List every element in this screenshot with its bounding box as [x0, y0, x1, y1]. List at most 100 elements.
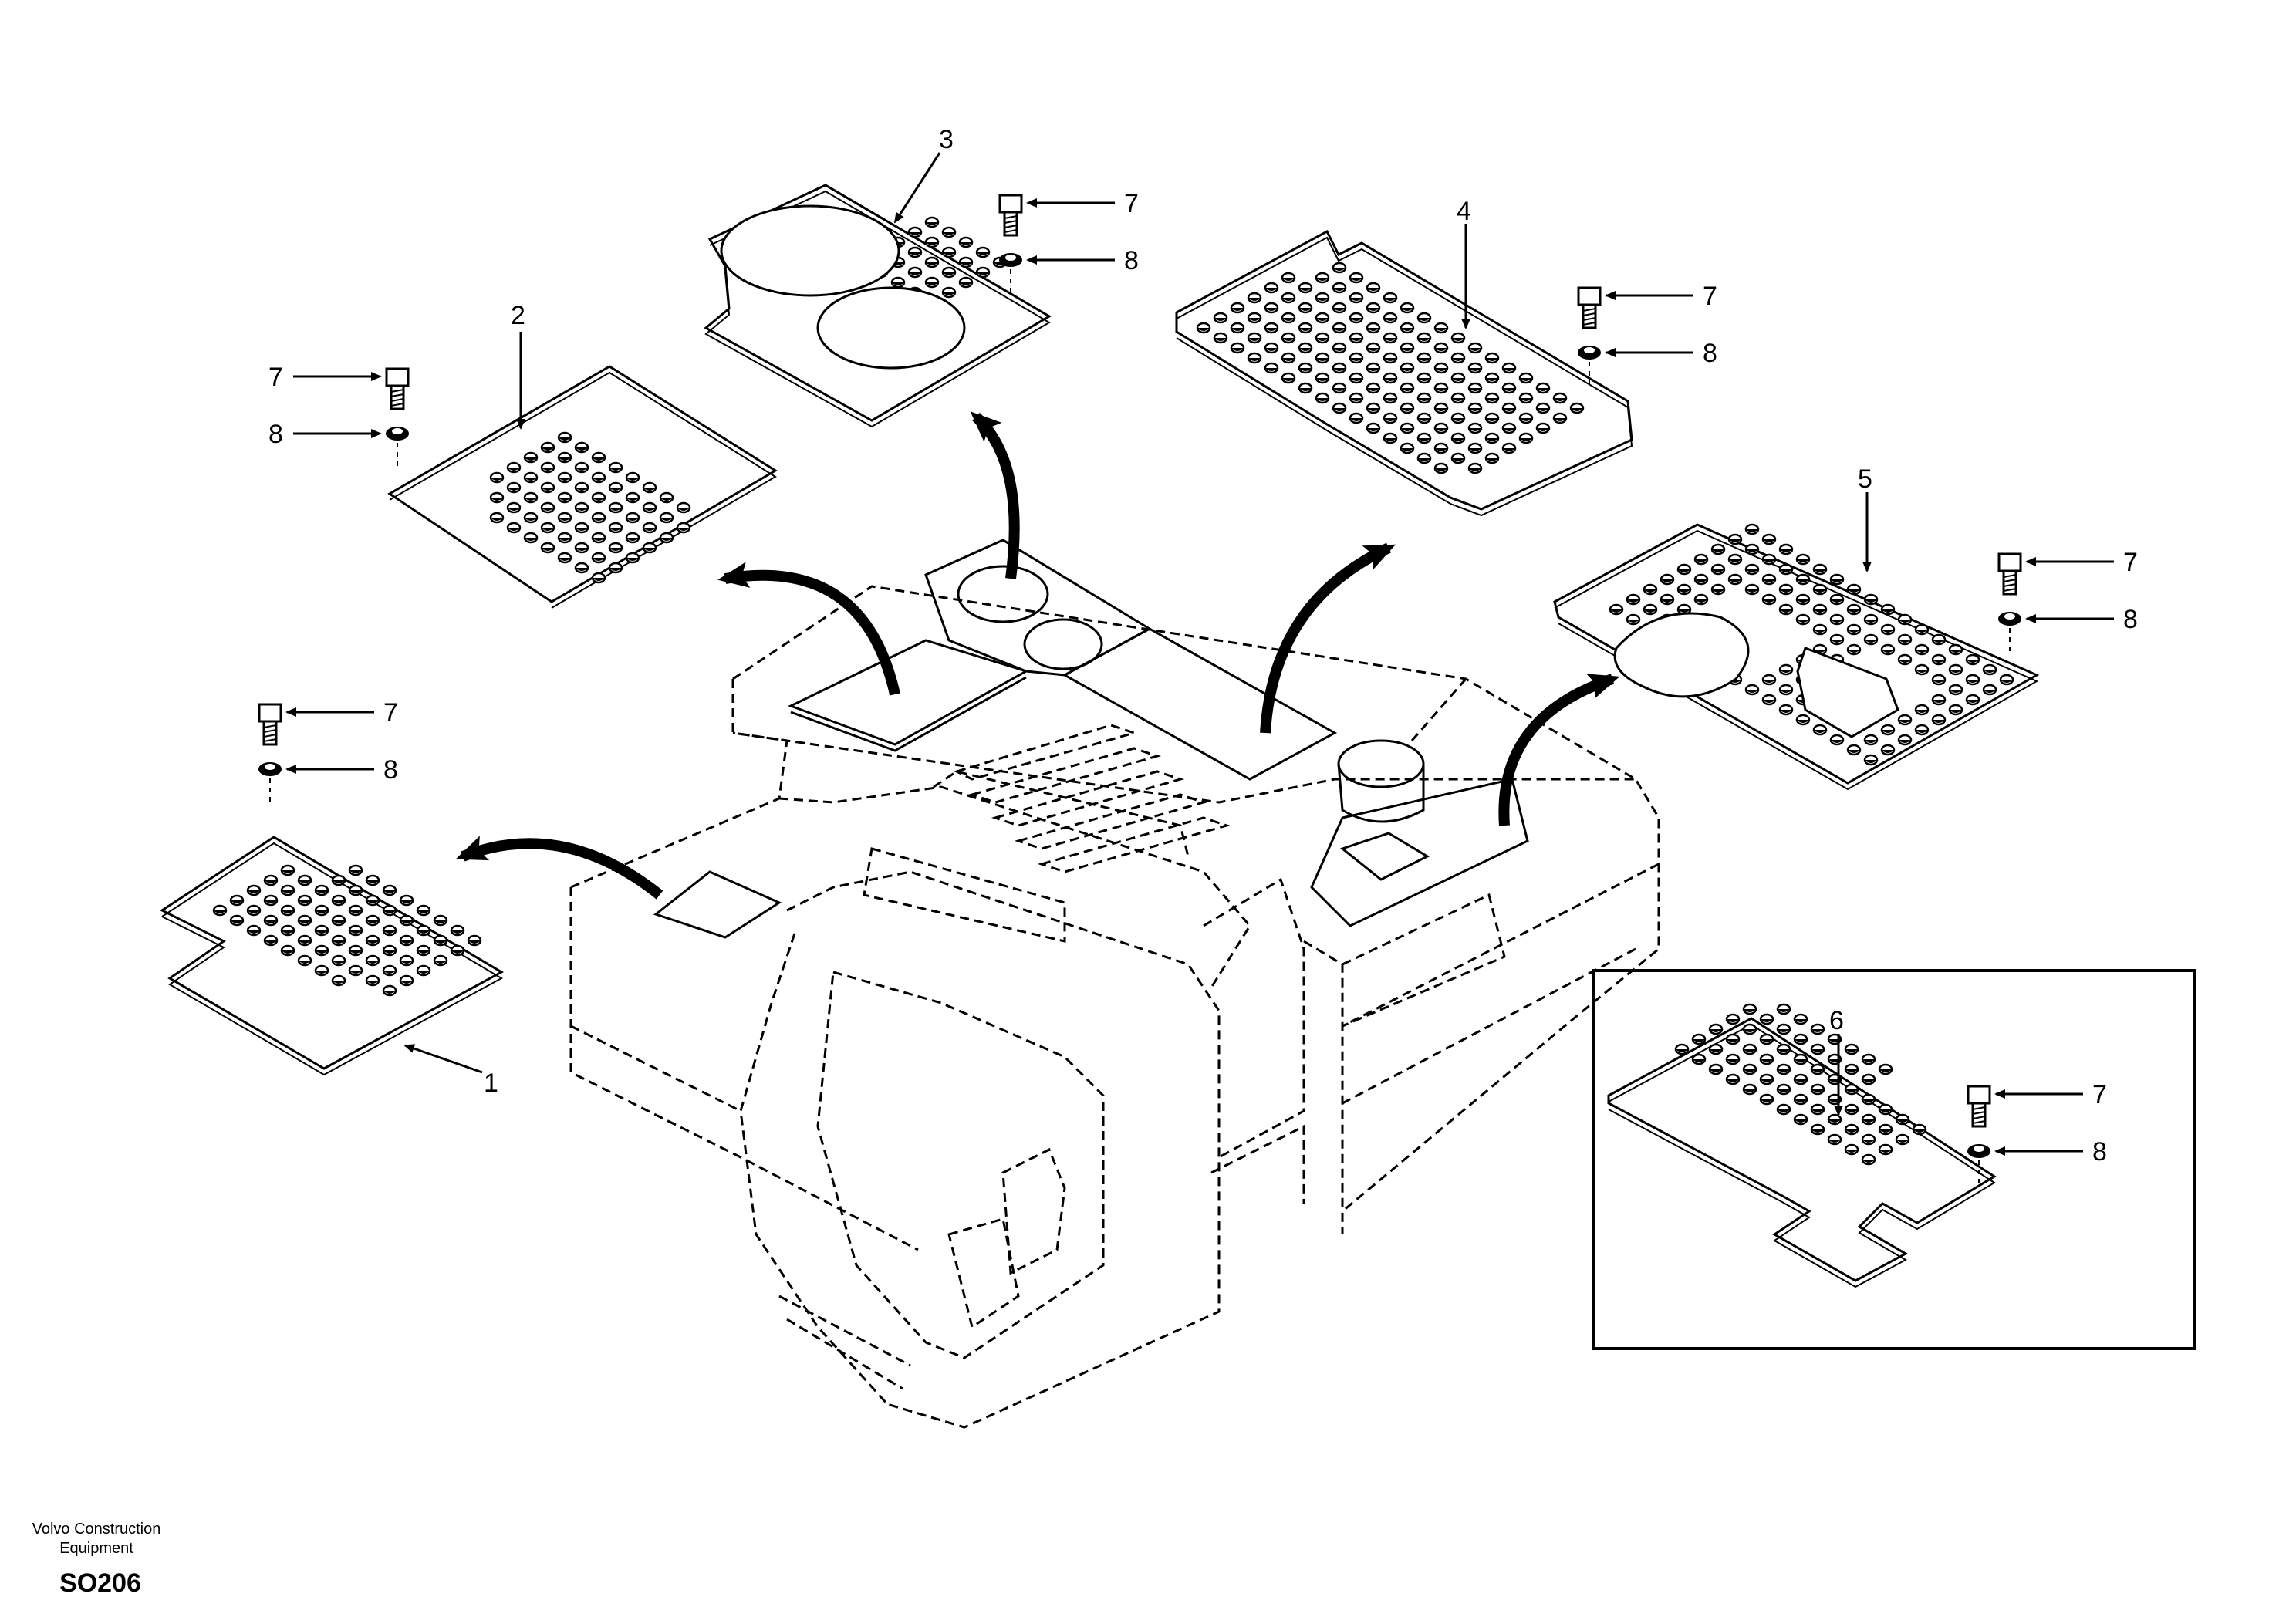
plate-1-tread-shade	[214, 910, 226, 913]
plate-1-tread-shade	[349, 950, 362, 954]
plate-3-hole-left	[720, 204, 900, 297]
hardware-set	[998, 194, 1115, 295]
plate-1-tread-shade	[333, 900, 345, 903]
plate-5-tread-shade	[1644, 609, 1656, 613]
screw-thread	[1004, 220, 1018, 224]
screw-thread	[2003, 574, 2017, 578]
plate-2-tread-shade	[576, 548, 588, 551]
plate-6-tread-shade	[1795, 1019, 1807, 1022]
plate-1-tread-shade	[349, 890, 362, 893]
plate-4-tread-shade	[1486, 458, 1498, 461]
hardware-set	[1997, 552, 2114, 653]
plate-6-tread-shade	[1676, 1049, 1688, 1052]
plate-4-tread-shade	[1299, 388, 1312, 391]
plate-5-tread-shade	[1695, 579, 1707, 582]
plate-4-tread-shade	[1350, 378, 1362, 381]
plate-2-tread-shade	[508, 488, 520, 491]
plate-3-tread-shade	[943, 272, 955, 275]
plate-4-tread-shade	[1520, 378, 1532, 381]
plate-2-tread-shade	[643, 528, 656, 531]
plate-4-tread-shade	[1418, 398, 1430, 401]
plate-6-tread-shade	[1896, 1140, 1909, 1143]
plate-1-tread-shade	[333, 940, 345, 944]
plate-5-tread-shade	[1712, 549, 1724, 552]
plate-1-tread-shade	[333, 961, 345, 964]
plate-4-tread-shade	[1452, 458, 1464, 461]
plate-2-tread-shade	[593, 578, 605, 581]
plate-2-tread-shade	[559, 478, 571, 481]
callout-7: 7	[268, 363, 283, 392]
plate-2-tread-shade	[626, 558, 639, 561]
plate-4-tread-shade	[1333, 348, 1346, 351]
washer-hole-icon	[1005, 255, 1016, 261]
plate-2-tread-shade	[609, 568, 622, 571]
plate-4-tread-shade	[1333, 308, 1346, 311]
plate-5	[1553, 523, 2040, 791]
screw-thread	[1004, 229, 1018, 233]
plate-1-tread-shade	[231, 900, 243, 903]
plate-2-tread-shade	[576, 528, 588, 531]
plate-4-tread-shade	[1350, 358, 1362, 361]
plate-5-tread-shade	[1678, 569, 1690, 572]
plate-4-tread-shade	[1435, 388, 1447, 391]
plate-2-tread-shade	[609, 488, 622, 491]
plate-2-tread-shade	[542, 447, 554, 451]
plate-5-tread-shade	[1899, 660, 1911, 663]
plate-4-tread-shade	[1384, 318, 1396, 321]
plate-3-tread-shade	[960, 282, 972, 285]
plate-6-tread-shade	[1727, 1059, 1739, 1062]
screw-thread	[390, 393, 404, 397]
plate-4-tread-shade	[1214, 338, 1227, 341]
plate-1-tread-shade	[366, 920, 379, 923]
callout-6: 6	[1829, 1006, 1844, 1035]
plate-2-tread-shade	[609, 548, 622, 551]
plate-5-cutout-rect	[1796, 647, 1899, 738]
plate-1-tread-shade	[349, 910, 362, 913]
callout-5: 5	[1858, 464, 1872, 494]
plate-5-tread-shade	[1950, 710, 1962, 713]
plate-6-tread-shade	[1862, 1160, 1875, 1163]
callout-7: 7	[1124, 189, 1139, 218]
machine-outline	[569, 585, 1660, 1429]
screw-thread	[1582, 322, 1596, 326]
plate-6-tread-shade	[1879, 1129, 1892, 1133]
plate-5-tread-shade	[1780, 569, 1792, 572]
plate-5-tread-shade	[1763, 599, 1775, 603]
plate-3-tread-shade	[926, 222, 938, 225]
plate-5-tread-shade	[1933, 660, 1945, 663]
plate-4-tread-shade	[1231, 348, 1244, 351]
plate-1	[159, 836, 505, 1076]
plate-1-tread-shade	[282, 870, 294, 873]
plate-1-tread-shade	[468, 940, 481, 944]
plate-4-tread-shade	[1401, 388, 1413, 391]
plate-5-tread-shade	[1797, 579, 1809, 582]
plate-6-tread-shade	[1811, 1029, 1824, 1032]
plate-4-tread-shade	[1197, 328, 1210, 331]
screw-thread	[263, 734, 277, 738]
plate-2-tread-shade	[508, 468, 520, 471]
washer-hole-icon	[265, 764, 275, 770]
plate-4-tread-shade	[1214, 318, 1227, 321]
plate-6-tread-shade	[1828, 1140, 1841, 1143]
plate-4-tread-shade	[1503, 368, 1515, 371]
plate-6-tread-shade	[1862, 1140, 1875, 1143]
washer-hole-icon	[1974, 1146, 1984, 1152]
plate-1-tread-shade	[366, 900, 379, 903]
plate-5-tread-shade	[1695, 599, 1707, 603]
plate-5-edge	[1554, 529, 2039, 791]
plate-4-tread-shade	[1571, 408, 1583, 411]
plate-4-tread-shade	[1282, 378, 1295, 381]
plate-1-tread-shade	[383, 930, 396, 934]
hardware-set	[1967, 1085, 2083, 1186]
plate-5-tread-shade	[1746, 690, 1758, 693]
plate-3-tread-shade	[926, 262, 938, 265]
plate-4-tread-shade	[1384, 298, 1396, 301]
plate-5-tread-shade	[1661, 599, 1673, 603]
plate-1-tread-shade	[299, 940, 311, 944]
plate-1-tread-shade	[417, 950, 430, 954]
screw-head-icon	[1967, 1085, 1991, 1105]
plate-2-tread-shade	[593, 538, 605, 541]
plate-4-tread-shade	[1282, 338, 1295, 341]
callout-7: 7	[1703, 282, 1717, 311]
callout-2: 2	[511, 301, 525, 330]
